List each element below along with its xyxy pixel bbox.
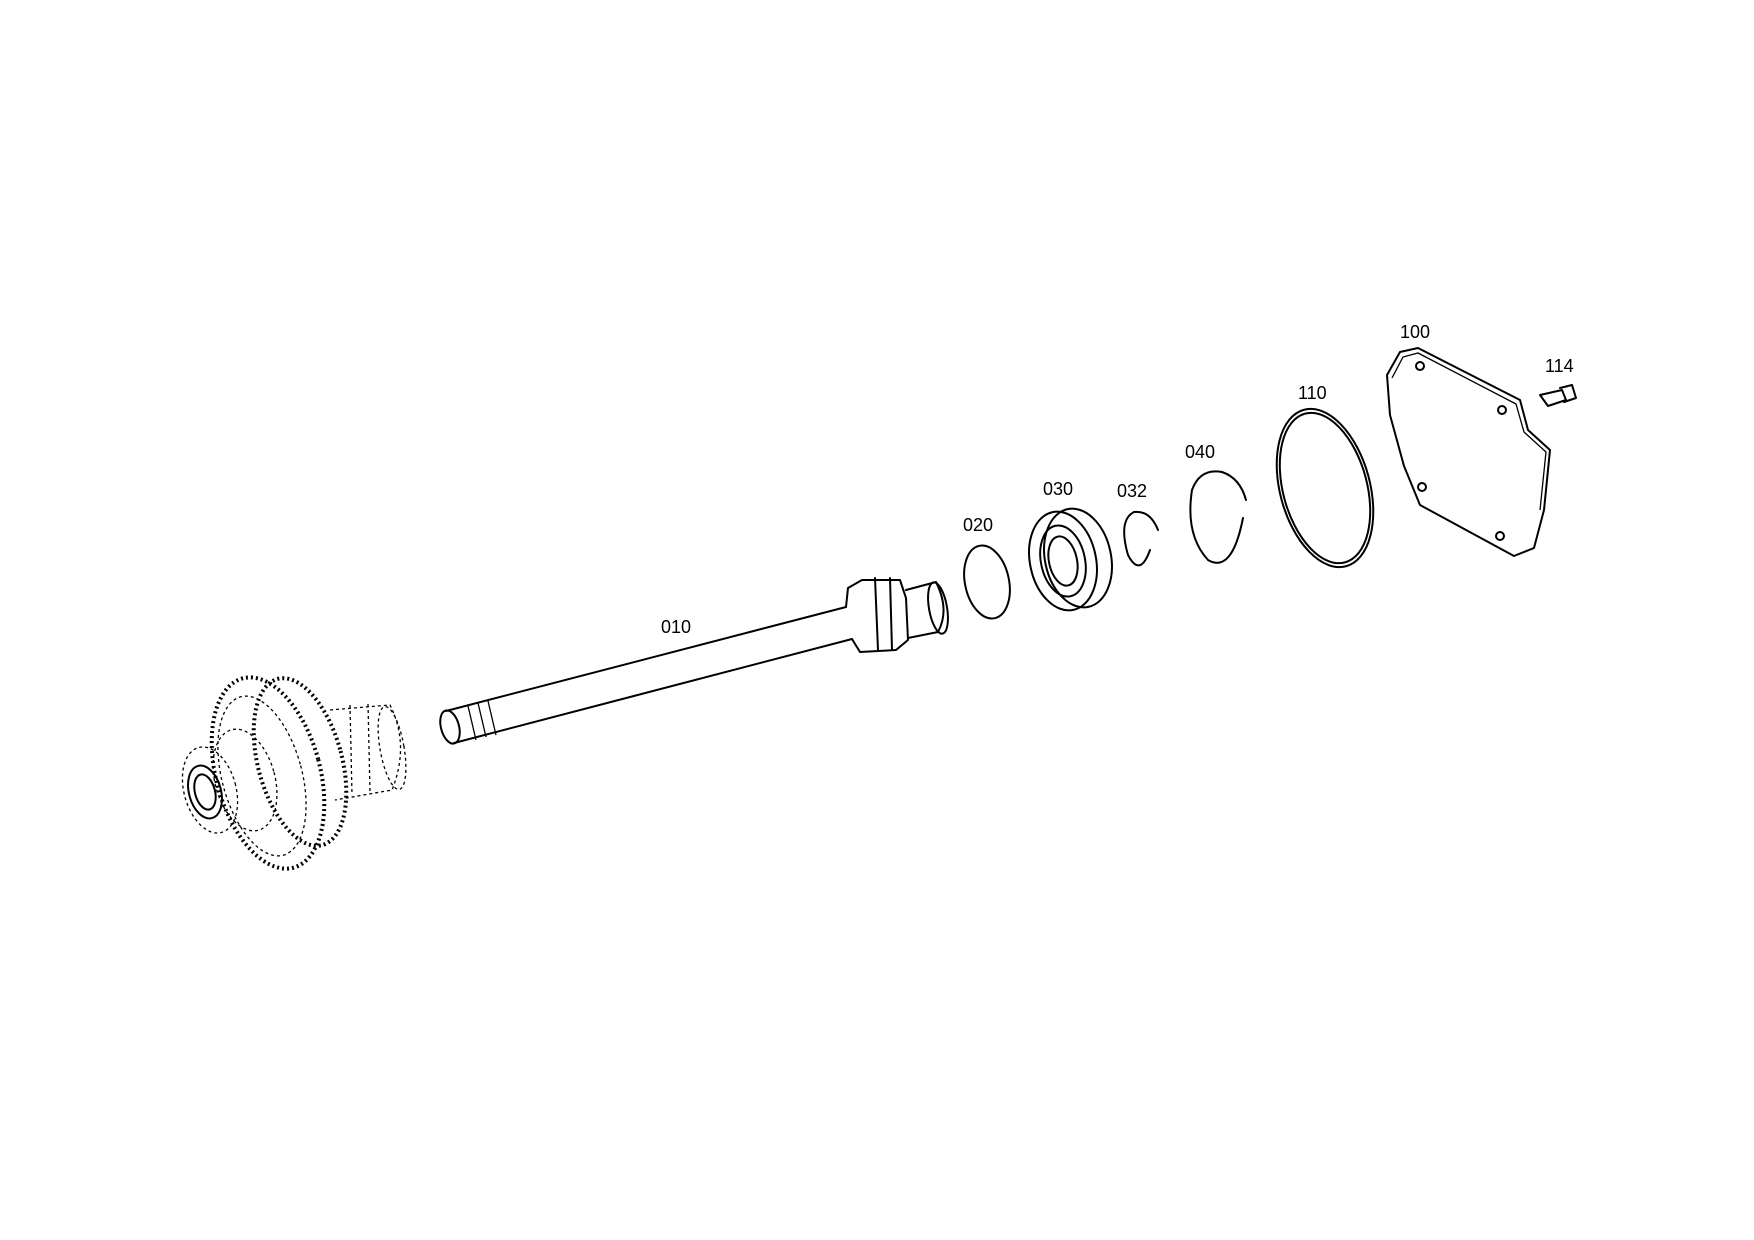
callout-110: 110 xyxy=(1298,383,1327,403)
shaft-part xyxy=(439,577,949,745)
circlip-small-part xyxy=(1123,510,1159,567)
callout-010: 010 xyxy=(661,617,691,637)
callout-030: 030 xyxy=(1043,479,1073,499)
circlip-large-part xyxy=(1189,470,1247,564)
callout-114: 114 xyxy=(1545,356,1574,376)
gear-assembly xyxy=(181,675,407,871)
callout-040: 040 xyxy=(1185,442,1215,462)
o-ring-part xyxy=(1275,407,1375,569)
ball-bearing-part xyxy=(1028,507,1113,612)
snap-ring-small-part xyxy=(963,544,1011,620)
callout-020: 020 xyxy=(963,515,993,535)
callout-100: 100 xyxy=(1400,322,1430,342)
gasket-plate-part xyxy=(1386,347,1551,557)
plug-part xyxy=(1539,384,1577,407)
callout-032: 032 xyxy=(1117,481,1147,501)
